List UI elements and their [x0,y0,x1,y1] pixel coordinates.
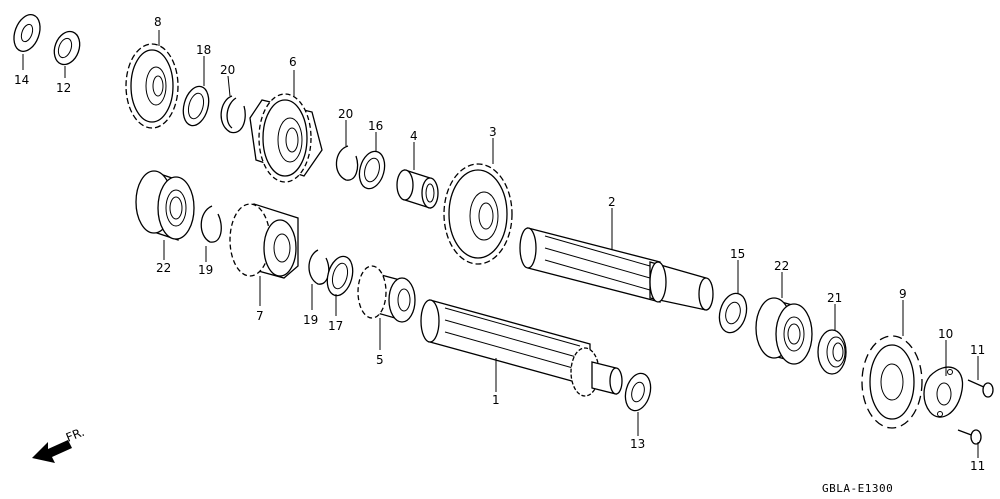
front-arrow-icon [32,440,72,463]
part-8-gear [125,43,179,129]
part-5-gear [357,265,416,323]
callout-2: 2 [608,195,616,209]
leader-lines [22,30,979,458]
part-11-bolt-upper [967,379,994,398]
callout-18: 18 [196,43,211,57]
part-9-sprocket [861,335,923,429]
part-19-circlip-right [308,249,330,285]
callout-21: 21 [827,291,842,305]
part-22-bearing-left [135,170,195,241]
part-13-washer [624,372,652,412]
callout-labels: 14 12 8 18 20 6 20 16 4 3 2 15 22 21 9 1… [14,15,985,473]
part-3-gear [443,163,513,265]
part-20-circlip-b [335,145,359,181]
part-15-washer [718,292,748,334]
callout-11-lower: 11 [970,459,985,473]
callout-20-lower: 20 [338,107,353,121]
callout-5: 5 [376,353,384,367]
callout-19-left: 19 [198,263,213,277]
part-20-circlip [220,95,246,134]
callout-6: 6 [289,55,297,69]
callout-10: 10 [938,327,953,341]
part-2-countershaft [519,227,714,311]
callout-13: 13 [630,437,645,451]
callout-22-right: 22 [774,259,789,273]
callout-16: 16 [368,119,383,133]
part-14-washer [13,14,41,52]
part-16-washer [358,150,386,190]
part-18-washer [182,85,210,127]
part-4-bushing [396,169,439,209]
front-label: FR. [64,425,87,445]
callout-15: 15 [730,247,745,261]
diagram-reference-code: GBLA-E1300 [822,482,893,495]
callout-11-upper: 11 [970,343,985,357]
callout-9: 9 [899,287,907,301]
callout-12: 12 [56,81,71,95]
callout-1: 1 [492,393,500,407]
callout-3: 3 [489,125,497,139]
callout-17: 17 [328,319,343,333]
part-19-circlip-left [200,205,222,243]
front-direction-indicator: FR. [32,425,86,463]
part-6-gear [249,93,323,183]
part-11-bolt-lower [957,429,982,445]
callout-22-left: 22 [156,261,171,275]
callout-14: 14 [14,73,29,87]
part-1-mainshaft [420,299,623,397]
callout-7: 7 [256,309,264,323]
part-21-oil-seal [817,329,847,375]
part-12-washer [53,30,81,66]
callout-4: 4 [410,129,418,143]
part-10-plate [923,366,964,418]
callout-20-upper: 20 [220,63,235,77]
part-7-gear [229,203,299,279]
part-22-bearing-right [755,297,813,365]
part-17-washer [326,255,354,297]
callout-19-right: 19 [303,313,318,327]
callout-8: 8 [154,15,162,29]
